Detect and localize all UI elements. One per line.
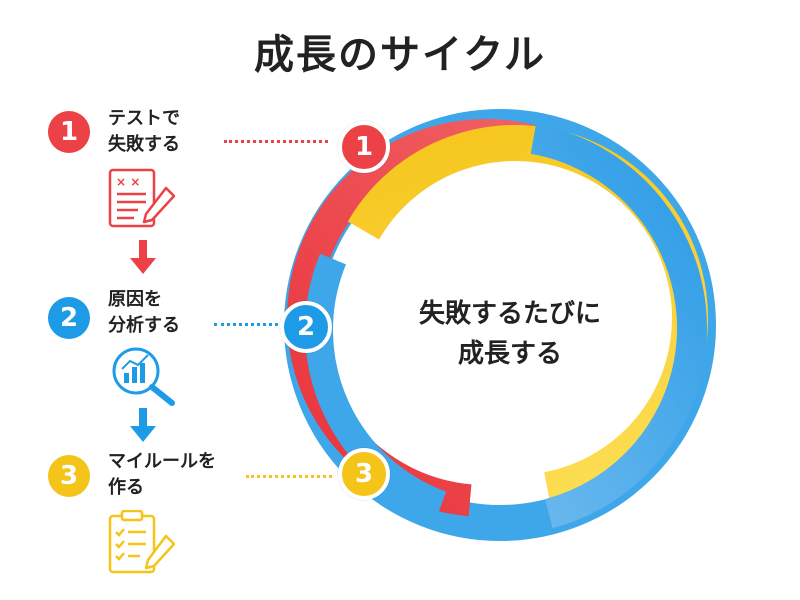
arrow-down-icon [130,240,156,274]
step-3-label: マイルールを 作る [108,449,216,501]
ring-marker-2: 2 [280,301,332,353]
step-1-connector [224,140,328,143]
step-3-line2: 作る [108,477,144,498]
ring-marker-1: 1 [338,121,390,173]
step-3-connector [246,475,332,478]
svg-text:× ×: × × [116,175,140,189]
step-1-badge: 1 [48,111,90,153]
arrow-down-icon [130,408,156,442]
page-title: 成長のサイクル [254,32,546,78]
step-3-badge: 3 [48,455,90,497]
step-2-badge: 2 [48,297,90,339]
step-2-label: 原因を 分析する [108,287,180,339]
ring-center-white [358,175,658,475]
step-1-label: テストで 失敗する [108,106,180,158]
magnifier-chart-icon [112,347,175,406]
checklist-clipboard-icon [108,510,176,574]
document-edit-icon: × × [108,168,176,228]
center-line2: 成長する [457,339,562,369]
step-3-line1: マイルールを [108,451,216,472]
ring-band-blue-lower [305,130,705,530]
ring-marker-3: 3 [338,448,390,500]
step-2-line2: 分析する [108,315,180,336]
center-line1: 失敗するたびに [418,299,601,329]
step-2-connector [214,323,278,326]
step-2-line1: 原因を [108,289,162,310]
ring-band-blue [293,120,707,535]
step-1-line1: テストで [108,108,180,129]
cycle-center-text: 失敗するたびに 成長する [370,294,650,374]
step-1-line2: 失敗する [108,134,180,155]
